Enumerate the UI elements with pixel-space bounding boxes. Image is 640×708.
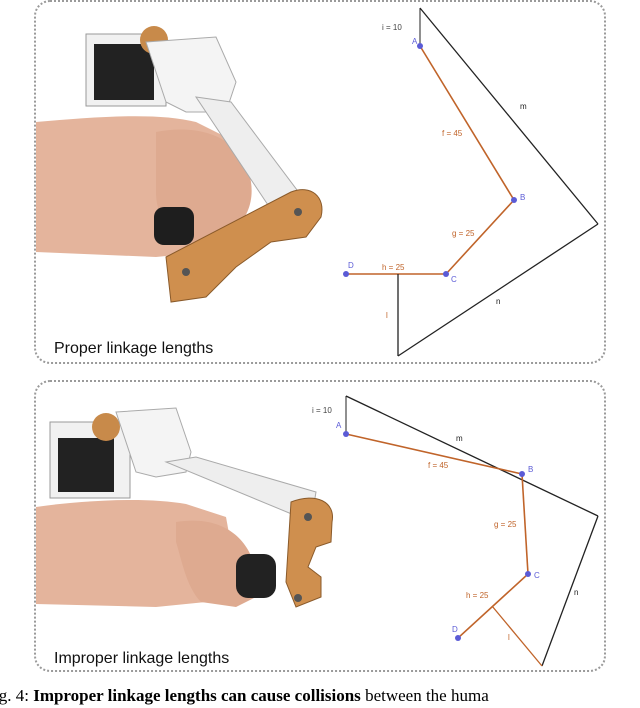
orthosis-photo-improper (36, 407, 333, 608)
servo-horn (92, 413, 120, 441)
point-d (343, 271, 349, 277)
label-m: m (520, 102, 527, 111)
screw (294, 594, 302, 602)
segment-n (397, 223, 599, 357)
label-f: f = 45 (428, 461, 449, 470)
point-c (525, 571, 531, 577)
point-a (343, 431, 349, 437)
label-point-a: A (336, 421, 342, 430)
segment-n (541, 515, 599, 667)
figure-caption: ig. 4: Improper linkage lengths can caus… (0, 686, 640, 706)
label-point-b: B (528, 465, 533, 474)
label-g: g = 25 (452, 229, 475, 238)
segment-f (419, 45, 515, 201)
linkage-diagram-proper: i = 10 A m f = 45 B g = 25 D h = 25 C n … (343, 7, 599, 357)
label-f: f = 45 (442, 129, 463, 138)
point-c (443, 271, 449, 277)
segment-g (445, 199, 515, 275)
segment-m (345, 395, 599, 517)
label-point-d: D (452, 625, 458, 634)
screw (294, 208, 302, 216)
finger-strap (236, 554, 276, 598)
segment-h (457, 573, 529, 639)
label-n: n (574, 588, 578, 597)
caption-rest: between the huma (360, 686, 489, 705)
white-bracket (115, 407, 192, 478)
label-h: h = 25 (382, 263, 405, 272)
proper-linkage-panel: i = 10 A m f = 45 B g = 25 D h = 25 C n … (34, 0, 606, 364)
label-g: g = 25 (494, 520, 517, 529)
label-point-c: C (534, 571, 540, 580)
finger-plate (165, 189, 323, 303)
label-h: h = 25 (466, 591, 489, 600)
point-d (455, 635, 461, 641)
label-l: l (386, 311, 388, 320)
segment-m (419, 7, 599, 225)
servo-motor (58, 438, 114, 492)
label-point-c: C (451, 275, 457, 284)
white-link-arm (164, 456, 317, 523)
point-b (511, 197, 517, 203)
finger-plate (285, 497, 333, 608)
label-point-b: B (520, 193, 525, 202)
screw (182, 268, 190, 276)
label-i: i = 10 (312, 406, 332, 415)
caption-prefix: ig. 4: (0, 686, 29, 705)
caption-bold: Improper linkage lengths can cause colli… (33, 686, 361, 705)
orthosis-photo-proper (36, 26, 323, 303)
segment-l (491, 605, 543, 667)
label-point-d: D (348, 261, 354, 270)
label-m: m (456, 434, 463, 443)
segment-g (521, 473, 529, 575)
panel-label-proper: Proper linkage lengths (54, 340, 214, 357)
label-point-a: A (412, 37, 418, 46)
screw (304, 513, 312, 521)
finger-strap (154, 207, 194, 245)
panel-label-improper: Improper linkage lengths (54, 650, 230, 667)
linkage-diagram-improper: i = 10 A m f = 45 B g = 25 C h = 25 n l … (312, 395, 599, 667)
servo-motor (94, 44, 154, 100)
improper-linkage-panel: i = 10 A m f = 45 B g = 25 C h = 25 n l … (34, 380, 606, 672)
label-i: i = 10 (382, 23, 402, 32)
label-l: l (508, 633, 510, 642)
segment-f (345, 433, 523, 475)
point-b (519, 471, 525, 477)
label-n: n (496, 297, 500, 306)
point-a (417, 43, 423, 49)
